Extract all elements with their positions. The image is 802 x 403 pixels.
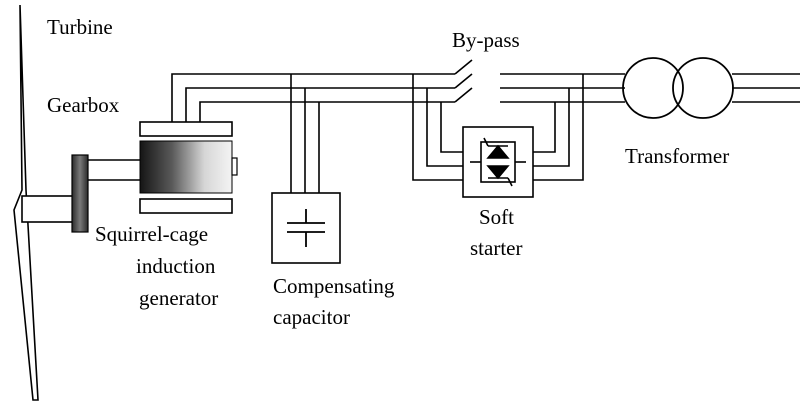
rotor-end bbox=[231, 157, 238, 176]
capacitor-label-2: capacitor bbox=[273, 305, 350, 329]
transformer-secondary bbox=[672, 57, 734, 119]
generator-label-3: generator bbox=[139, 286, 218, 310]
softstarter-label-2: starter bbox=[470, 236, 522, 260]
softstarter-wiring bbox=[412, 74, 584, 181]
three-phase-line bbox=[171, 73, 800, 122]
generator-label-2: induction bbox=[136, 254, 216, 278]
stator-bottom bbox=[139, 198, 233, 214]
gearbox-label: Gearbox bbox=[47, 93, 120, 117]
generator-label-1: Squirrel-cage bbox=[95, 222, 208, 246]
turbine-label: Turbine bbox=[47, 15, 113, 39]
stator-top bbox=[139, 121, 233, 137]
capacitor-branch bbox=[290, 74, 320, 193]
capacitor-box bbox=[271, 192, 341, 264]
transformer-label: Transformer bbox=[625, 144, 729, 168]
bypass-label: By-pass bbox=[452, 28, 520, 52]
capacitor-label-1: Compensating bbox=[273, 274, 395, 298]
transformer-primary bbox=[622, 57, 684, 119]
thyristor-icon bbox=[470, 137, 526, 187]
softstarter-label-1: Soft bbox=[479, 205, 514, 229]
bypass-switch bbox=[454, 59, 473, 103]
turbine-hub bbox=[21, 195, 75, 223]
gearbox bbox=[71, 154, 89, 233]
generator-rotor bbox=[139, 140, 233, 194]
capacitor-icon bbox=[287, 209, 325, 247]
